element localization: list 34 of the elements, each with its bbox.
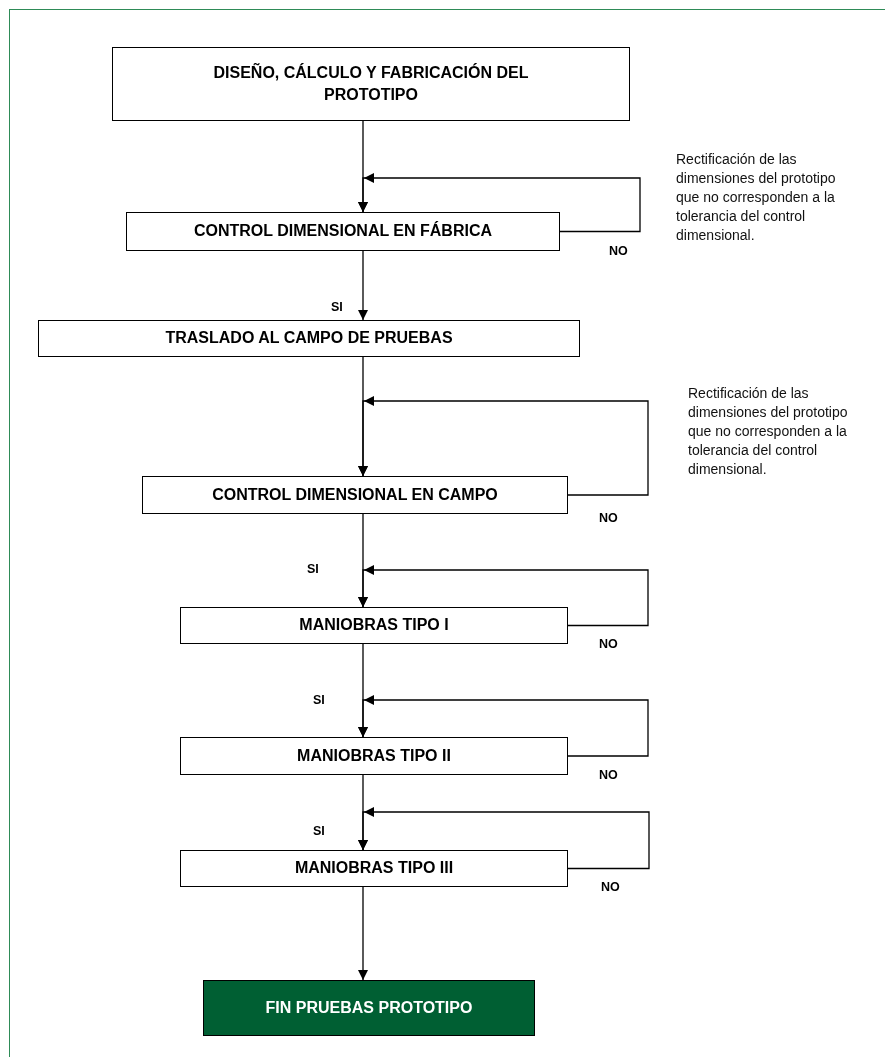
note-text: Rectificación de las dimensiones del prototipo que no corresponden a la tolerancia del control dimensional.: [676, 150, 837, 245]
end-box: [203, 980, 535, 1036]
process-box: [142, 476, 568, 514]
box-label: DISEÑO, CÁLCULO Y FABRICACIÓN DEL PROTOTIPO: [212, 62, 530, 105]
process-box: [180, 850, 568, 887]
process-box: [180, 737, 568, 775]
edge-label: NO: [608, 244, 629, 258]
feedback-arrow: [358, 565, 649, 627]
process-box: [180, 607, 568, 644]
edge-label: NO: [598, 511, 619, 525]
note-text: Rectificación de las dimensiones del prototipo que no corresponden a la tolerancia del control dimensional.: [688, 384, 849, 479]
edge-label: NO: [598, 637, 619, 651]
box-label: CONTROL DIMENSIONAL EN FÁBRICA: [193, 220, 493, 242]
box-label: MANIOBRAS TIPO III: [294, 858, 454, 879]
flow-arrow: [358, 886, 368, 981]
box-label: FIN PRUEBAS PROTOTIPO: [265, 997, 473, 1018]
box-label: CONTROL DIMENSIONAL EN CAMPO: [212, 484, 498, 505]
edge-label: SI: [312, 693, 326, 707]
edge-label: NO: [600, 880, 621, 894]
box-label: MANIOBRAS TIPO II: [297, 745, 451, 766]
box-label: MANIOBRAS TIPO I: [299, 615, 449, 636]
box-label: TRASLADO AL CAMPO DE PRUEBAS: [165, 328, 453, 349]
process-box: [112, 47, 630, 121]
feedback-arrow: [358, 173, 641, 233]
feedback-arrow: [358, 807, 650, 870]
feedback-arrow: [358, 396, 649, 496]
feedback-arrow: [358, 695, 649, 757]
edge-label: SI: [330, 300, 344, 314]
process-box: [126, 212, 560, 251]
flow-arrow: [358, 250, 368, 321]
process-box: [38, 320, 580, 357]
edge-label: SI: [312, 824, 326, 838]
edge-label: SI: [306, 562, 320, 576]
edge-label: NO: [598, 768, 619, 782]
